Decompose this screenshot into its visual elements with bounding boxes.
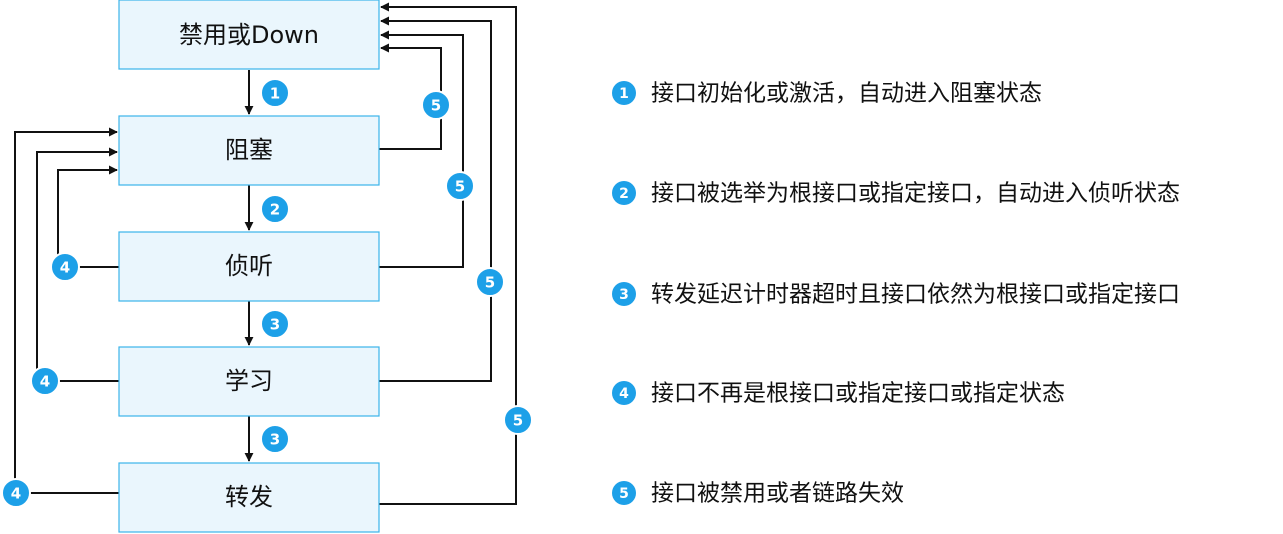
svg-text:2: 2 [619,186,629,202]
svg-text:1: 1 [270,85,280,103]
state-label: 禁用或Down [179,21,319,49]
legend-item: 4 接口不再是根接口或指定接口或指定状态 [612,381,1065,407]
svg-text:4: 4 [619,386,629,402]
svg-text:4: 4 [60,259,70,277]
transition-badge: 4 [50,252,80,282]
state-label: 阻塞 [225,136,273,164]
state-blocking: 阻塞 [118,115,380,186]
legend-item: 5 接口被禁用或者链路失效 [612,481,904,507]
transition-badge: 1 [260,78,290,108]
edge-listening-to-disabled [379,30,464,268]
legend-text: 接口不再是根接口或指定接口或指定状态 [651,381,1065,407]
svg-text:4: 4 [40,373,50,391]
state-label: 转发 [225,483,273,511]
transition-badge: 2 [260,194,290,224]
svg-text:5: 5 [431,97,441,115]
legend-item: 2 接口被选举为根接口或指定接口，自动进入侦听状态 [612,181,1180,207]
svg-text:3: 3 [270,431,280,449]
transition-badge: 4 [1,478,31,508]
state-label: 侦听 [225,252,273,280]
legend: 1 接口初始化或激活，自动进入阻塞状态 2 接口被选举为根接口或指定接口，自动进… [612,81,1180,507]
transition-badge: 3 [260,424,290,454]
legend-text: 接口被选举为根接口或指定接口，自动进入侦听状态 [651,181,1180,207]
legend-text: 转发延迟计时器超时且接口依然为根接口或指定接口 [651,282,1180,308]
svg-text:5: 5 [455,178,465,196]
edge-forwarding-to-disabled [379,2,517,505]
svg-text:2: 2 [270,201,280,219]
transition-badge: 5 [445,171,475,201]
transition-badge: 5 [503,405,533,435]
state-disabled: 禁用或Down [118,0,380,70]
svg-text:5: 5 [485,274,495,292]
svg-text:5: 5 [513,412,523,430]
legend-text: 接口初始化或激活，自动进入阻塞状态 [651,81,1042,107]
transition-badge: 3 [260,309,290,339]
transition-badge: 5 [475,267,505,297]
state-label: 学习 [225,367,273,395]
edge-forwarding-to-blocking [14,127,119,494]
state-learning: 学习 [118,346,380,417]
svg-text:4: 4 [11,485,21,503]
svg-text:3: 3 [270,316,280,334]
state-listening: 侦听 [118,231,380,302]
legend-item: 3 转发延迟计时器超时且接口依然为根接口或指定接口 [612,282,1180,308]
transition-badge: 5 [421,90,451,120]
edge-listening-to-blocking [57,165,119,268]
legend-text: 接口被禁用或者链路失效 [651,481,904,507]
edge-learning-to-disabled [379,16,492,382]
svg-text:5: 5 [619,486,629,502]
transition-badge: 4 [30,366,60,396]
svg-text:3: 3 [619,287,629,303]
edge-learning-to-blocking [36,147,119,382]
svg-text:1: 1 [619,86,629,102]
state-forwarding: 转发 [118,462,380,533]
legend-item: 1 接口初始化或激活，自动进入阻塞状态 [612,81,1042,107]
